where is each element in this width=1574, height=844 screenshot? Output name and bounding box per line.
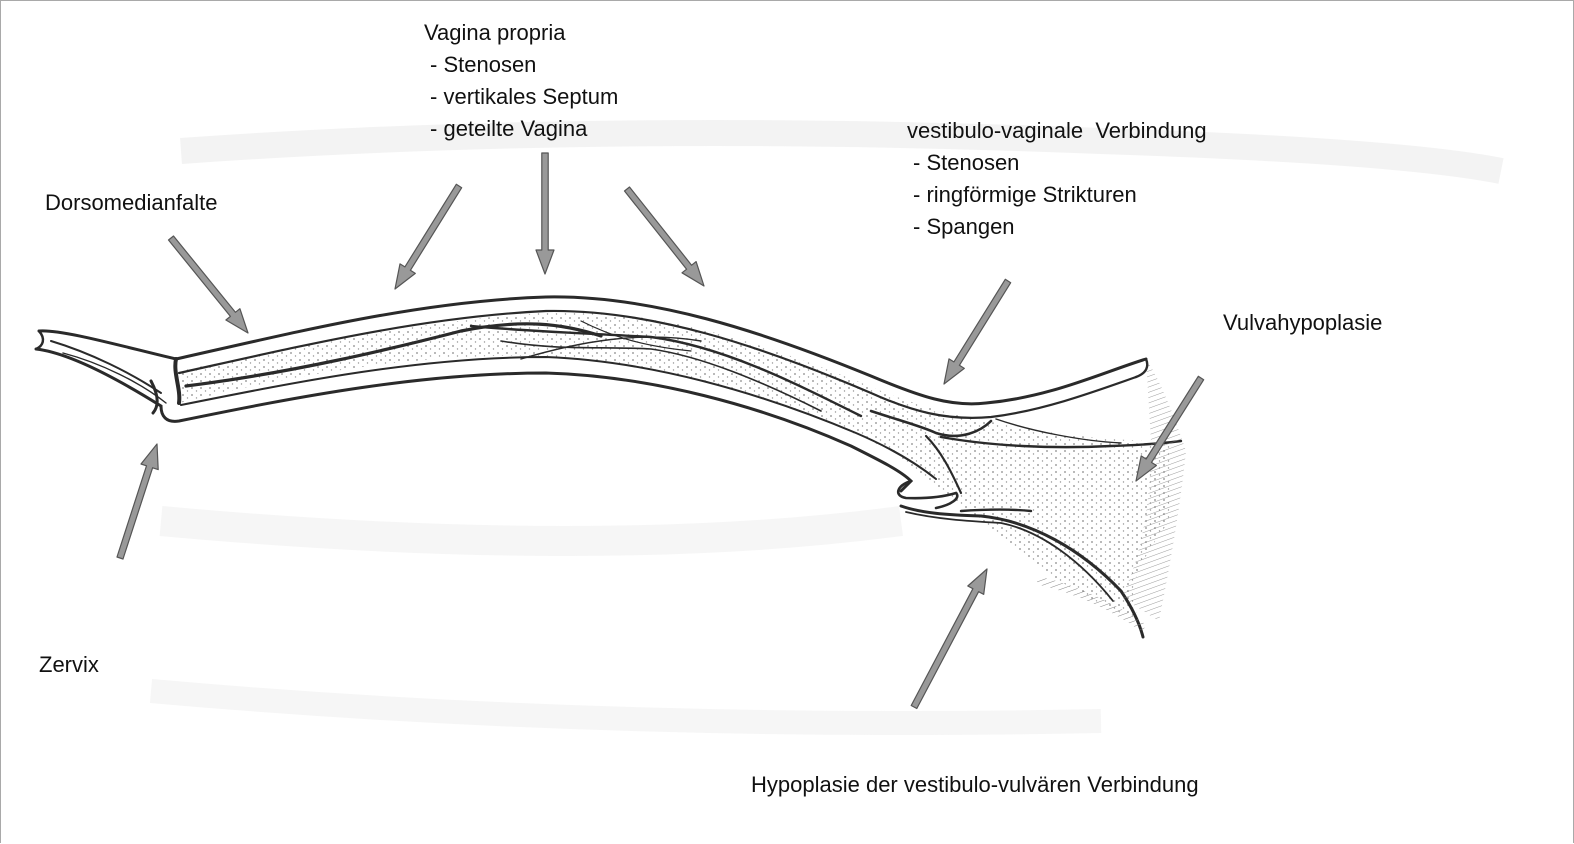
label-hypoplasie-vestibulo-vulvaer: Hypoplasie der vestibulo-vulvären Verbin… (751, 769, 1199, 801)
vagina-tube (36, 297, 1186, 637)
arrow-dorsomedianfalte (169, 236, 249, 333)
arrow-vagina-propria-center (536, 153, 554, 274)
arrow-vagina-propria-left (395, 184, 462, 289)
label-dorsomedianfalte: Dorsomedianfalte (45, 187, 217, 219)
label-vestibulo-vaginal: vestibulo-vaginale Verbindung Stenosen r… (907, 115, 1207, 243)
label-vagina-propria-title: Vagina propria (424, 17, 618, 49)
label-vestibulo-vaginal-list: Stenosen ringförmige Strikturen Spangen (907, 147, 1207, 243)
arrow-hypoplasie-vestibulo-vulvaer (911, 569, 987, 709)
arrow-vestibulo-vaginal (944, 279, 1011, 384)
label-item: Stenosen (913, 147, 1207, 179)
label-vestibulo-vaginal-title: vestibulo-vaginale Verbindung (907, 115, 1207, 147)
label-vagina-propria: Vagina propria Stenosen vertikales Septu… (424, 17, 618, 145)
label-zervix: Zervix (39, 649, 99, 681)
label-vulvahypoplasie: Vulvahypoplasie (1223, 307, 1382, 339)
label-item: Stenosen (430, 49, 618, 81)
arrow-vagina-propria-right (625, 187, 705, 286)
label-item: Spangen (913, 211, 1207, 243)
paper-texture (151, 133, 1501, 723)
label-item: vertikales Septum (430, 81, 618, 113)
label-item: ringförmige Strikturen (913, 179, 1207, 211)
arrow-zervix (117, 444, 158, 559)
label-vagina-propria-list: Stenosen vertikales Septum geteilte Vagi… (424, 49, 618, 145)
label-item: geteilte Vagina (430, 113, 618, 145)
vagina-interior (179, 312, 1171, 621)
